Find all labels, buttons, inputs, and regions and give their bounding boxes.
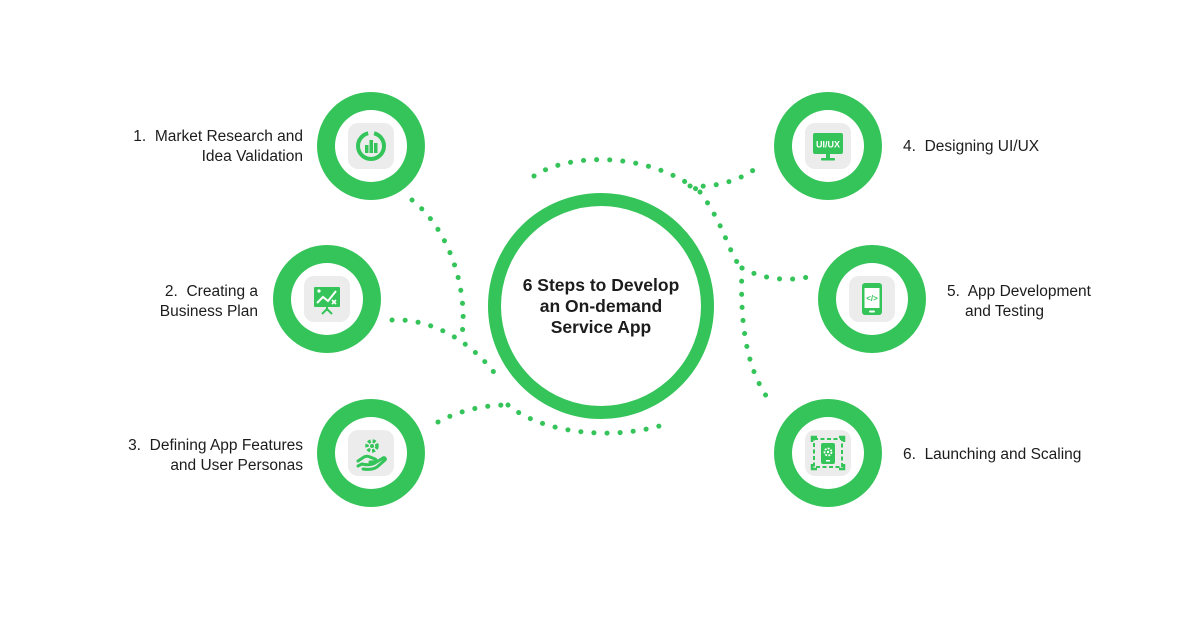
step-5-line-1: App Development [967,283,1091,300]
connector-arc-bottom [505,402,669,436]
step-4-node: UI/UX [774,92,882,200]
step-1-number: 1. [133,128,147,145]
step-2-line-1: Creating a [186,283,258,300]
step-1-node [317,92,425,200]
gear-hand-icon [348,430,394,476]
step-6-number: 6. [903,446,916,463]
connector-step-6 [739,265,775,407]
connector-step-3 [435,402,511,425]
step-3-line-1: Defining App Features [149,437,303,454]
connector-arc-top [531,157,703,195]
scaling-phone-icon [805,430,851,476]
step-3-number: 3. [128,437,141,454]
step-4-number: 4. [903,138,916,155]
step-5-line-2: and Testing [965,303,1044,320]
step-3-node [317,399,425,507]
uiux-icon-text: UI/UX [816,140,840,150]
step-3-label: 3. Defining App Features and User Person… [128,436,303,476]
connector-step-5 [739,265,811,282]
connector-step-4 [687,162,763,189]
step-4-label: 4. Designing UI/UX [903,137,1039,157]
step-2-node [273,245,381,353]
market-research-chart-icon [348,123,394,169]
center-hub: 6 Steps to Develop an On-demand Service … [488,193,714,419]
step-2-number: 2. [164,283,178,300]
step-1-label: 1. Market Research and Idea Validation [133,127,303,167]
center-title-line-1: 6 Steps to Develop [522,274,680,295]
monitor-uiux-icon: UI/UX [805,123,851,169]
step-4-line-1: Designing UI/UX [924,138,1040,155]
step-2-label: 2. Creating a Business Plan [160,282,258,322]
center-title-line-3: Service App [550,316,652,337]
step-5-label: 5. App Development and Testing [947,282,1091,322]
code-icon-text: </> [866,294,878,303]
step-6-label: 6. Launching and Scaling [903,445,1081,465]
step-1-line-2: Idea Validation [201,148,303,165]
connector-step-2 [389,317,499,378]
step-6-line-1: Launching and Scaling [924,446,1082,463]
step-2-line-2: Business Plan [159,303,258,320]
step-5-number: 5. [947,283,960,300]
step-5-node: </> [818,245,926,353]
step-1-line-1: Market Research and [154,128,303,145]
center-title: 6 Steps to Develop an On-demand Service … [511,275,691,338]
step-6-node [774,399,882,507]
connector-step-1 [409,197,466,338]
step-3-line-2: and User Personas [170,457,303,474]
connector-step-5-upper [697,189,745,271]
mobile-code-icon: </> [849,276,895,322]
presentation-board-icon [304,276,350,322]
center-title-line-2: an On-demand [539,295,663,316]
